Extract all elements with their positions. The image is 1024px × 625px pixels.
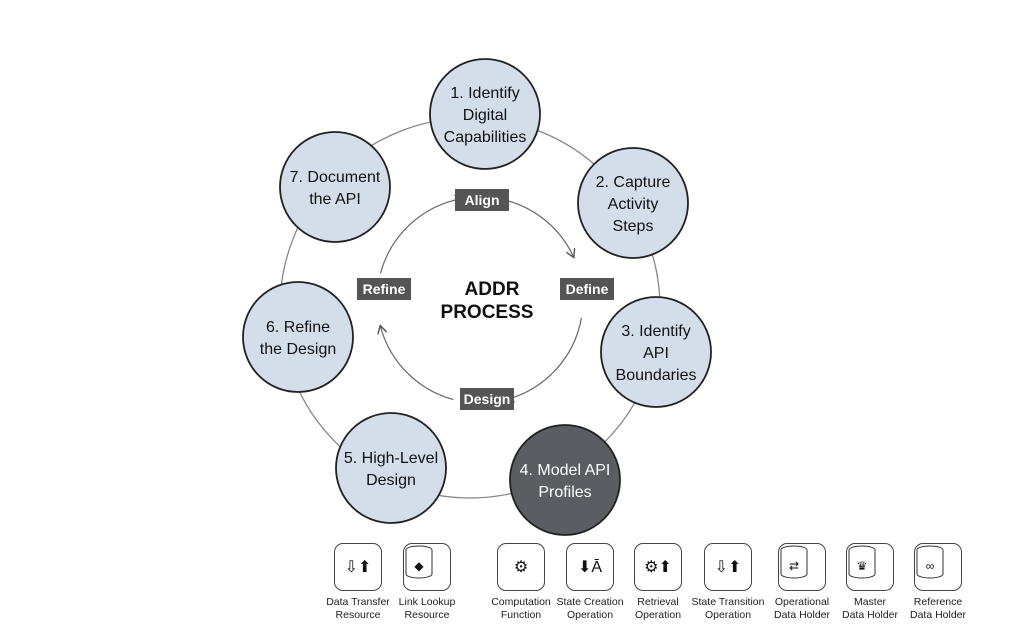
computation-function-card: ⚙ (497, 543, 545, 591)
step-label-line: 3. Identify (621, 323, 690, 340)
step-label-line: API (643, 345, 669, 362)
legend-label-line1: Computation (491, 596, 551, 608)
legend-label-line1: Operational (774, 596, 830, 608)
legend-label-line2: Data Holder (841, 609, 899, 621)
legend-label-line2: Operation (566, 609, 614, 621)
svg-text:♛: ♛ (857, 559, 868, 573)
step-label-line: 7. Document (290, 169, 381, 186)
retrieval-operation-card: ⚙⬆ (634, 543, 682, 591)
step-label-line: 2. Capture (596, 174, 671, 191)
retrieval-operation-icon: ⚙⬆ (644, 559, 672, 576)
center-title-line2: PROCESS (441, 302, 534, 323)
link-lookup-resource-icon: ◆ (404, 544, 450, 590)
step-label-line: the API (309, 191, 361, 208)
step-label-line: Design (366, 472, 416, 489)
legend-label-line2: Operation (634, 609, 682, 621)
step-label-line: 5. High-Level (344, 450, 438, 467)
cycle-arrow (379, 199, 463, 274)
cycle-arrow (381, 327, 454, 401)
data-transfer-resource-icon: ⇩⬆ (344, 559, 372, 576)
cycle-arrow (497, 197, 573, 257)
step-label-line: Boundaries (616, 367, 697, 384)
svg-text:∞: ∞ (926, 559, 935, 573)
master-data-holder-card: ♛ (846, 543, 894, 591)
phase-align: Align (455, 189, 509, 211)
legend-label-line2: Resource (335, 609, 381, 621)
svg-text:⇄: ⇄ (789, 559, 799, 573)
state-transition-operation-icon: ⇩⬆ (714, 559, 742, 576)
step-label-line: Profiles (538, 484, 591, 501)
phase-design: Design (460, 388, 514, 410)
step-node-7[interactable]: 7. Document the API (279, 131, 391, 243)
phase-define: Define (560, 278, 614, 300)
step-node-6[interactable]: 6. Refine the Design (242, 281, 354, 393)
master-data-holder-icon: ♛ (847, 544, 893, 590)
step-label-line: Digital (463, 107, 507, 124)
phase-label: Design (464, 391, 511, 407)
legend-label-line1: Reference (913, 596, 963, 608)
legend-label-line1: Link Lookup (398, 596, 456, 608)
step-node-4[interactable]: 4. Model API Profiles (509, 424, 621, 536)
reference-data-holder-icon: ∞ (915, 544, 961, 590)
state-creation-operation-card: ⬇Ā (566, 543, 614, 591)
legend-label-line1: State Transition (691, 596, 765, 608)
operational-data-holder-icon: ⇄ (779, 544, 825, 590)
phase-label: Define (566, 281, 609, 297)
phase-refine: Refine (357, 278, 411, 300)
state-transition-operation-card: ⇩⬆ (704, 543, 752, 591)
legend-label-line2: Data Holder (909, 609, 967, 621)
operational-data-holder-card: ⇄ (778, 543, 826, 591)
inner-cycle-arrows (379, 197, 583, 401)
phase-label: Align (465, 192, 500, 208)
data-transfer-resource-card: ⇩⬆ (334, 543, 382, 591)
phase-label: Refine (363, 281, 406, 297)
step-label-line: 6. Refine (266, 319, 330, 336)
legend-label-line2: Resource (404, 609, 450, 621)
legend-label-line2: Operation (704, 609, 752, 621)
legend-label-line2: Data Holder (773, 609, 831, 621)
link-lookup-resource-card: ◆ (403, 543, 451, 591)
cycle-arrow (507, 317, 583, 400)
computation-function-icon: ⚙ (513, 559, 529, 576)
step-label-line: Activity (608, 196, 659, 213)
center-title-line1: ADDR (465, 279, 520, 300)
step-label-line: Steps (613, 218, 654, 235)
state-creation-operation-icon: ⬇Ā (577, 559, 603, 576)
reference-data-holder-card: ∞ (914, 543, 962, 591)
legend-label-line1: Data Transfer (326, 596, 390, 608)
step-label-line: Capabilities (444, 129, 527, 146)
svg-text:◆: ◆ (414, 559, 424, 573)
legend-label-line1: Retrieval (637, 596, 679, 608)
legend-label-line2: Function (500, 609, 542, 621)
legend-label-line1: Master (853, 596, 887, 608)
legend-label-line1: State Creation (556, 596, 624, 608)
step-label-line: the Design (260, 341, 337, 358)
step-label-line: 4. Model API (520, 462, 611, 479)
step-label-line: 1. Identify (450, 85, 519, 102)
